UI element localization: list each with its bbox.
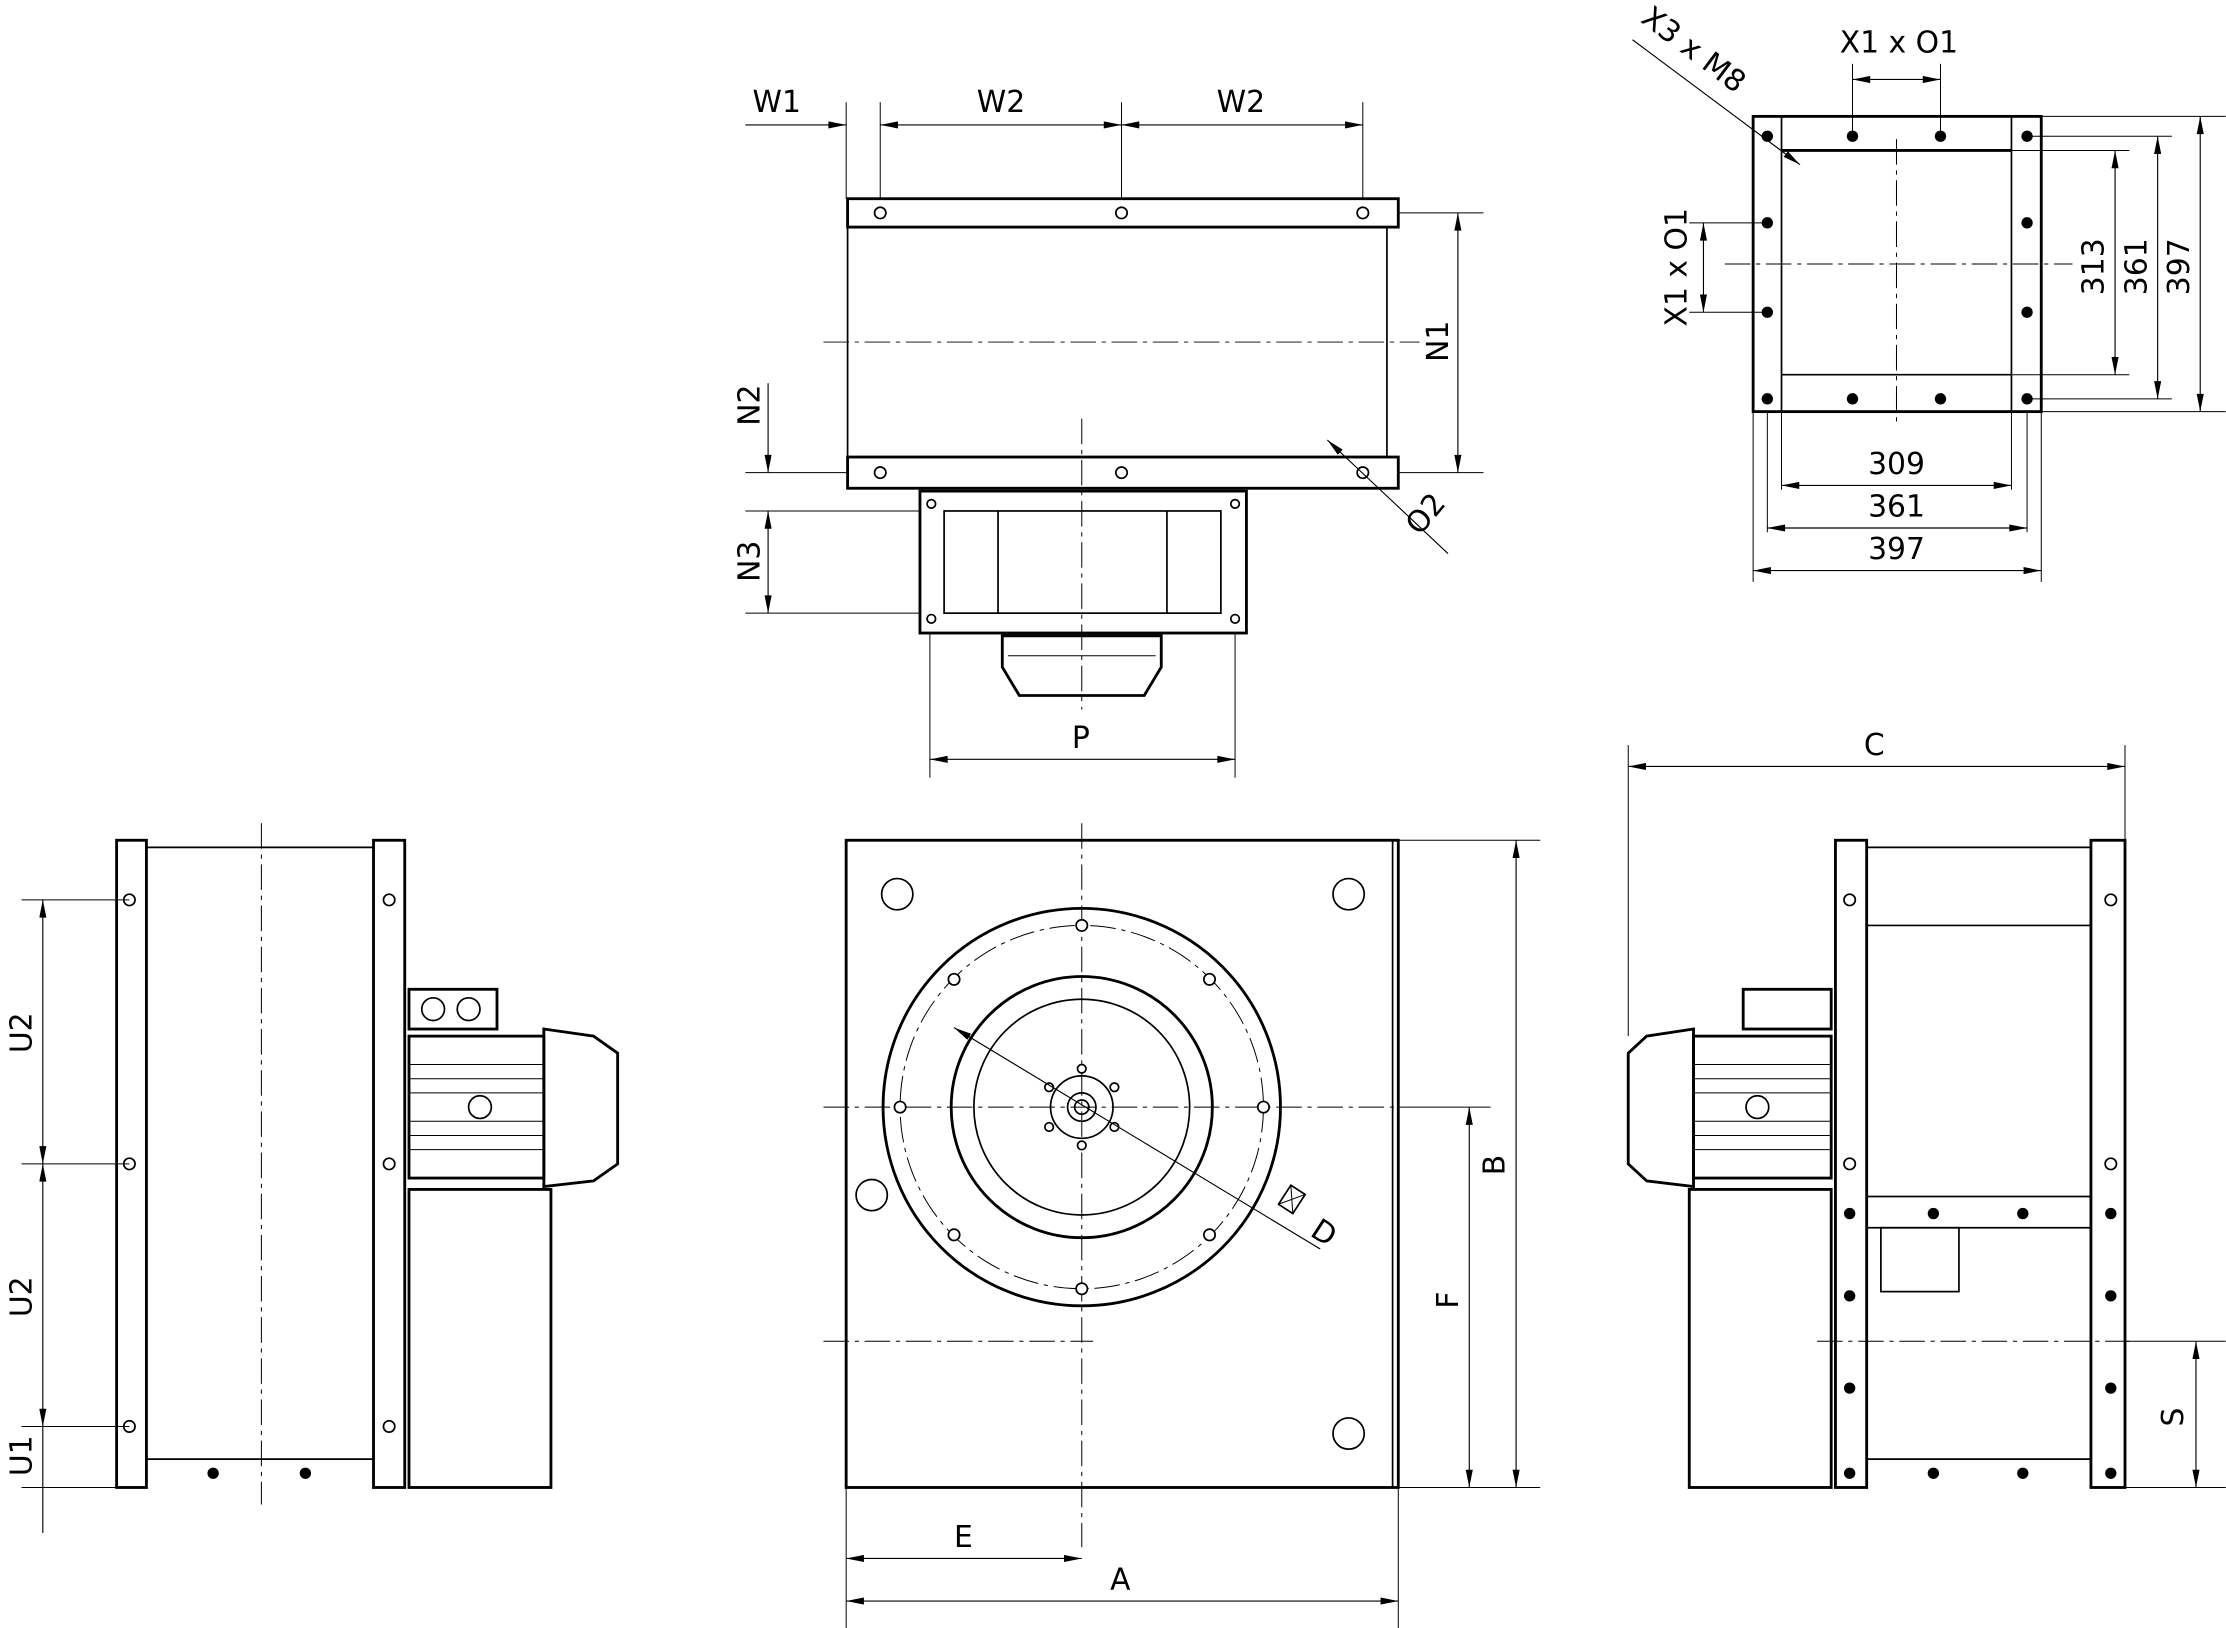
- dim-a: A: [1110, 1563, 1131, 1598]
- dim-o2: O2: [1399, 487, 1453, 542]
- dim-b: B: [1478, 1155, 1513, 1175]
- dim-361-v: 361: [2119, 238, 2154, 295]
- flange-view: X3 x M8 X1 x O1 X1 x O1 309 361 397 313 …: [1632, 0, 2226, 582]
- side-view-left: U2 U2 U1: [4, 823, 620, 1533]
- dim-n2: N2: [733, 385, 768, 426]
- front-view: D E A B F: [823, 823, 1541, 1628]
- motor-left: [407, 987, 620, 1489]
- dim-u2-top: U2: [4, 1012, 39, 1053]
- dim-d: D: [1305, 1212, 1343, 1254]
- dim-u2-bottom: U2: [4, 1276, 39, 1317]
- dim-313: 313: [2077, 238, 2112, 295]
- dim-361-h: 361: [1868, 490, 1925, 525]
- dim-w2-right: W2: [1217, 85, 1265, 120]
- dim-309: 309: [1868, 447, 1925, 482]
- label-x1-o1-top: X1 x O1: [1840, 26, 1958, 61]
- side-view-right: C S: [1626, 728, 2226, 1489]
- motor-right: [1626, 987, 1833, 1489]
- dim-w2-left: W2: [977, 85, 1025, 120]
- dim-s: S: [2156, 1408, 2191, 1427]
- label-x1-o1-side: X1 x O1: [1659, 208, 1694, 326]
- flange-holes: [1761, 130, 2033, 405]
- dim-c: C: [1864, 728, 1885, 763]
- mounting-holes: [873, 206, 1370, 480]
- dim-397-v: 397: [2162, 238, 2197, 295]
- dim-e: E: [954, 1520, 973, 1555]
- dim-p: P: [1072, 721, 1090, 756]
- dim-n1: N1: [1421, 321, 1456, 362]
- top-view: W1 W2 W2 N1 N2 N3 O2 P: [733, 85, 1484, 778]
- dim-f: F: [1431, 1292, 1466, 1309]
- dim-u1: U1: [4, 1435, 39, 1476]
- diameter-symbol-icon: [1277, 1184, 1307, 1215]
- dim-397-h: 397: [1868, 532, 1925, 567]
- dim-n3: N3: [733, 541, 768, 582]
- dim-w1: W1: [752, 85, 800, 120]
- impeller-bolt-circle: [893, 918, 1270, 1296]
